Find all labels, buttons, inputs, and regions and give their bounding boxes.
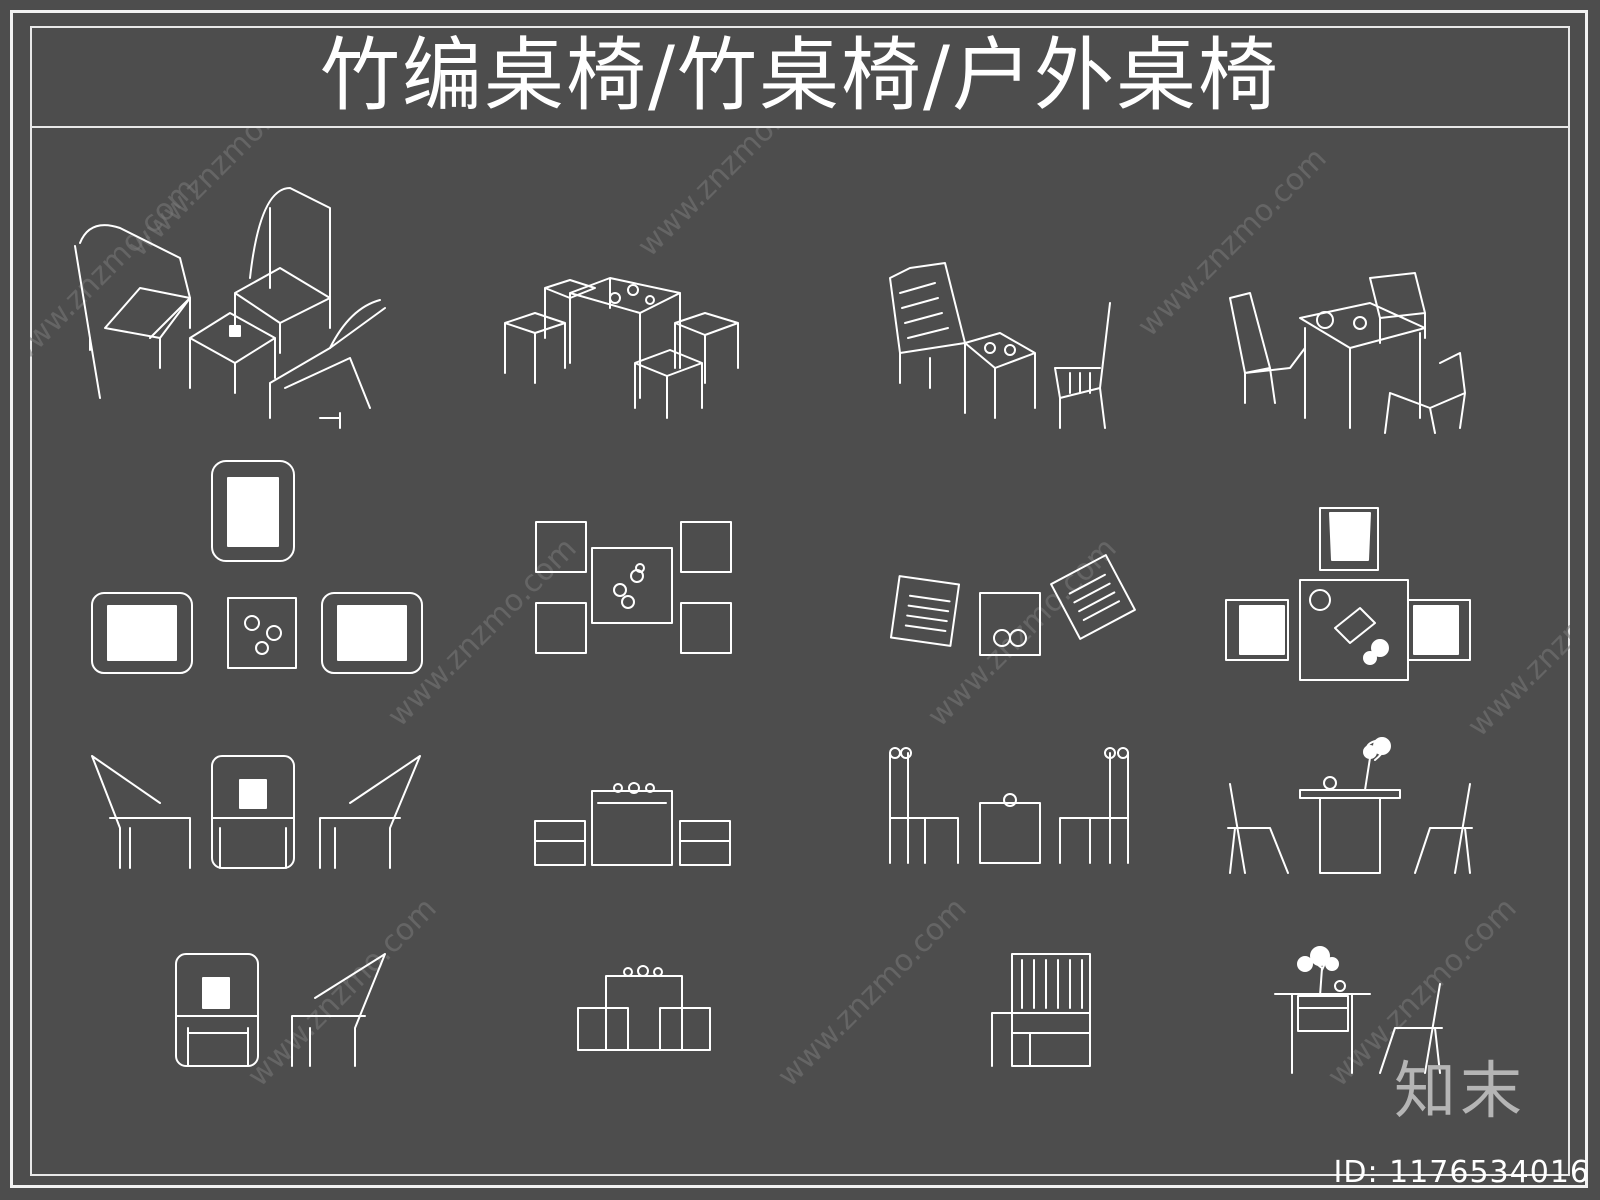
image-id-label: ID: 1176534016 (1333, 1155, 1590, 1190)
bamboo-armchair-set-perspective (74, 187, 386, 429)
watermark-text: www.znzmo.com (1461, 541, 1570, 744)
watermark-text: www.znzmo.com (771, 891, 974, 1094)
outdoor-table-chairs-perspective (1229, 272, 1466, 434)
highback-chairs-plan (889, 554, 1136, 656)
drawing-canvas: www.znzmo.com www.znzmo.com www.znzmo.co… (30, 128, 1570, 1174)
outer-border (10, 10, 1588, 1188)
tea-table-stools-plan (535, 521, 732, 654)
tea-table-stools-perspective (504, 277, 739, 419)
outdoor-table-side-elevation (1274, 946, 1443, 1074)
armchair-set-elevation (91, 755, 421, 869)
outdoor-table-elevation (1227, 737, 1473, 874)
cad-drawing: www.znzmo.com www.znzmo.com www.znzmo.co… (30, 128, 1570, 1094)
watermark-text: www.znzmo.com (381, 531, 584, 734)
title-bar: 竹编桌椅/竹桌椅/户外桌椅 (30, 26, 1570, 128)
highback-chairs-elevation (889, 747, 1129, 864)
watermark-layer: www.znzmo.com www.znzmo.com www.znzmo.co… (30, 128, 1570, 1094)
watermark-text: www.znzmo.com (631, 128, 834, 264)
tea-table-stools-elevation (534, 782, 731, 866)
watermark-logo: 知末 (1393, 1054, 1526, 1127)
armchair-set-plan (91, 460, 423, 674)
tea-table-side-elevation (577, 965, 711, 1051)
armchair-side-elevation (175, 953, 386, 1067)
page-title: 竹编桌椅/竹桌椅/户外桌椅 (320, 29, 1280, 122)
inner-border (30, 26, 1570, 1176)
highback-bamboo-chairs-perspective (889, 262, 1111, 429)
outdoor-table-plan (1225, 507, 1471, 681)
highback-chairs-side-elevation (991, 953, 1091, 1067)
watermark-text: www.znzmo.com (241, 891, 444, 1094)
